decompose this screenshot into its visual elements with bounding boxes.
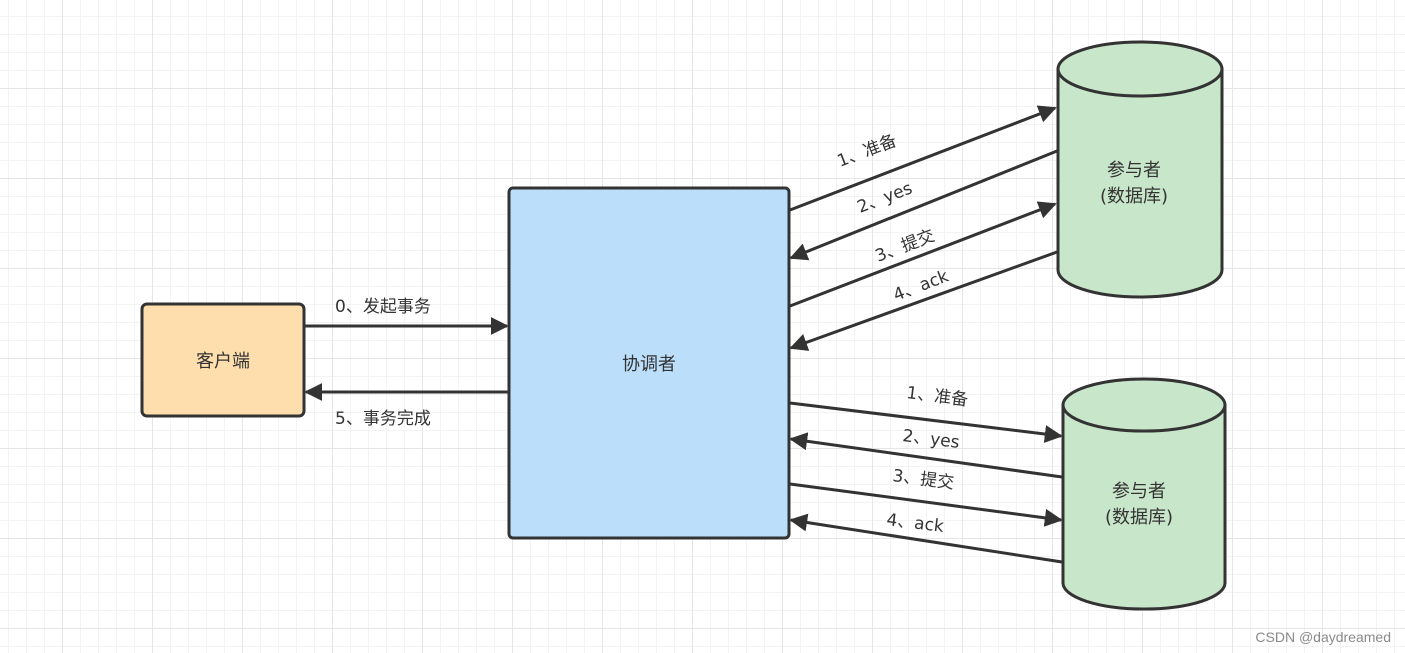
participant-bottom-cap — [1061, 377, 1227, 433]
edge-top-commit-line — [789, 201, 1057, 308]
participant-bottom-body — [1061, 403, 1227, 611]
client-box — [140, 302, 306, 418]
edge-top-yes-line — [789, 149, 1058, 261]
edge-bottom-prepare-label: 1、准备 — [905, 383, 969, 410]
edge-top-ack[interactable]: 4、ack — [789, 250, 1058, 351]
client-node[interactable]: 客户端 — [140, 302, 306, 418]
participant-top-label-line2: (数据库) — [1100, 186, 1168, 207]
participant-bottom-label-line2: (数据库) — [1105, 507, 1173, 528]
participant-top-label-line1: 参与者 — [1107, 160, 1161, 181]
edge-top-prepare[interactable]: 1、准备 — [789, 105, 1057, 212]
edge-bottom-yes-label: 2、yes — [901, 426, 960, 453]
edge-transaction-complete-label: 5、事务完成 — [335, 409, 431, 429]
edge-bottom-commit-label: 3、提交 — [891, 466, 955, 493]
participant-top-node[interactable]: 参与者 (数据库) — [1056, 40, 1224, 299]
client-label: 客户端 — [196, 351, 250, 372]
edge-bottom-ack[interactable]: 4、ack — [789, 510, 1063, 564]
edge-top-prepare-line — [789, 105, 1057, 212]
csdn-watermark: CSDN @daydreamed — [1255, 629, 1391, 645]
edge-transaction-complete[interactable]: 5、事务完成 — [304, 383, 508, 429]
participant-bottom-label-line1: 参与者 — [1112, 481, 1166, 502]
participant-top-body — [1056, 67, 1224, 299]
edge-bottom-commit[interactable]: 3、提交 — [789, 466, 1063, 527]
coordinator-node[interactable]: 协调者 — [507, 186, 791, 540]
coordinator-label: 协调者 — [622, 354, 676, 375]
edge-bottom-prepare-line — [789, 401, 1063, 443]
edge-start-transaction-label: 0、发起事务 — [335, 297, 431, 317]
participant-bottom-node[interactable]: 参与者 (数据库) — [1061, 377, 1227, 611]
edge-start-transaction[interactable]: 0、发起事务 — [305, 297, 509, 335]
edge-bottom-ack-line — [789, 513, 1063, 564]
edge-top-prepare-label: 1、准备 — [835, 131, 900, 172]
edge-top-ack-line — [789, 250, 1058, 351]
participant-top-cap — [1056, 40, 1224, 98]
edge-bottom-yes-line — [789, 432, 1063, 479]
edge-bottom-commit-line — [789, 482, 1063, 527]
edge-bottom-ack-label: 4、ack — [885, 510, 945, 537]
coordinator-box — [507, 186, 791, 540]
